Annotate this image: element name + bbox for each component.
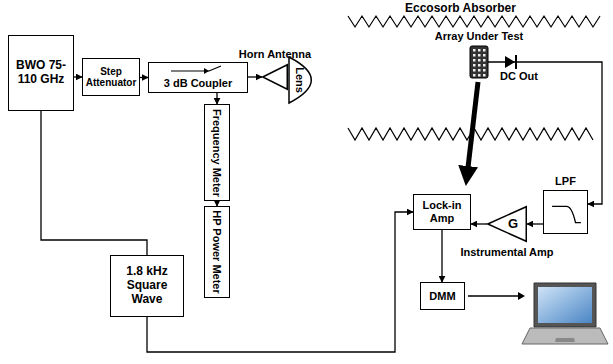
array-element — [473, 54, 476, 57]
absorber-edge — [348, 16, 600, 27]
node-text: Lock-in Amp — [414, 199, 470, 224]
lockin-box: Lock-in Amp — [413, 194, 471, 230]
laptop-touchpad — [555, 338, 575, 342]
array-element — [483, 54, 486, 57]
power-meter-box: HP Power Meter — [204, 206, 230, 298]
signal-line — [41, 111, 147, 255]
coupler-arrow — [171, 66, 221, 71]
array-element — [473, 59, 476, 62]
laptop-icon — [522, 283, 608, 344]
signal-line — [488, 62, 602, 204]
signal-label: DC Out — [500, 70, 538, 82]
signal-line — [147, 212, 413, 352]
source-box: BWO 75-110 GHz — [8, 35, 74, 111]
array-outline — [470, 46, 488, 78]
array-element — [473, 49, 476, 52]
triangle-outline — [488, 207, 527, 242]
array-element — [478, 49, 481, 52]
node-text: Lens — [294, 67, 307, 93]
node-text: Array Under Test — [435, 30, 523, 43]
coupler-box: 3 dB Coupler — [148, 62, 248, 93]
array-element — [473, 64, 476, 67]
lens-outline — [289, 57, 311, 103]
node-text: Frequency Meter — [211, 108, 224, 196]
node-text: Horn Antenna — [239, 48, 311, 61]
signal-line — [248, 76, 262, 77]
meter-box: Frequency Meter — [204, 104, 230, 201]
array-element — [478, 64, 481, 67]
node-caption: Instrumental Amp — [460, 246, 553, 259]
array-element — [473, 74, 476, 77]
signal-line — [74, 76, 82, 77]
horn-antenna: Horn Antenna — [262, 64, 288, 90]
absorber-label: Eccosorb Absorber — [405, 1, 516, 15]
node-text: G — [508, 217, 518, 232]
diode-symbol — [505, 55, 516, 69]
array-element — [483, 69, 486, 72]
array-element — [483, 59, 486, 62]
array-element — [483, 64, 486, 67]
array-element — [478, 74, 481, 77]
attenuator-box: Step Attenuator — [82, 58, 140, 96]
beam-arrow — [467, 82, 478, 176]
node-text: 1.8 kHz Square Wave — [111, 265, 183, 306]
coupler-arrowhead — [204, 68, 209, 74]
array-element — [478, 59, 481, 62]
array-element — [473, 69, 476, 72]
signal-line — [471, 223, 487, 224]
signal-line — [441, 230, 442, 282]
signal-line — [216, 93, 217, 104]
node-text: DMM — [429, 290, 455, 303]
node-text: BWO 75-110 GHz — [9, 59, 73, 87]
node-text: HP Power Meter — [211, 210, 224, 294]
array-board — [470, 46, 488, 78]
tri-outline — [262, 64, 288, 90]
modulator-box: 1.8 kHz Square Wave — [110, 255, 184, 317]
node-text: Step Attenuator — [83, 66, 139, 89]
diode-bar — [515, 55, 517, 69]
array-element — [478, 54, 481, 57]
array-element — [483, 74, 486, 77]
filter-response — [552, 206, 581, 222]
array-element — [483, 49, 486, 52]
signal-line — [527, 223, 543, 224]
arrow-head — [518, 292, 525, 300]
usb-wire — [468, 295, 518, 296]
amplifier-triangle: GInstrumental Amp — [487, 206, 527, 242]
laptop-screen — [538, 287, 592, 323]
laptop-lid — [534, 283, 596, 327]
lens: Lens — [288, 56, 312, 104]
dmm-box: DMM — [420, 282, 465, 310]
node-text: 3 dB Coupler — [164, 77, 232, 90]
diode-triangle — [505, 56, 515, 68]
node-text: LPF — [555, 175, 576, 188]
laptop-base — [522, 328, 608, 344]
filter-outline — [544, 191, 589, 235]
array-element — [478, 69, 481, 72]
signal-line — [140, 77, 148, 78]
filter-box: LPF — [543, 190, 588, 234]
tri-outline — [487, 206, 527, 242]
triangle-outline — [263, 65, 288, 90]
antenna-array: Array Under Test — [470, 46, 488, 78]
